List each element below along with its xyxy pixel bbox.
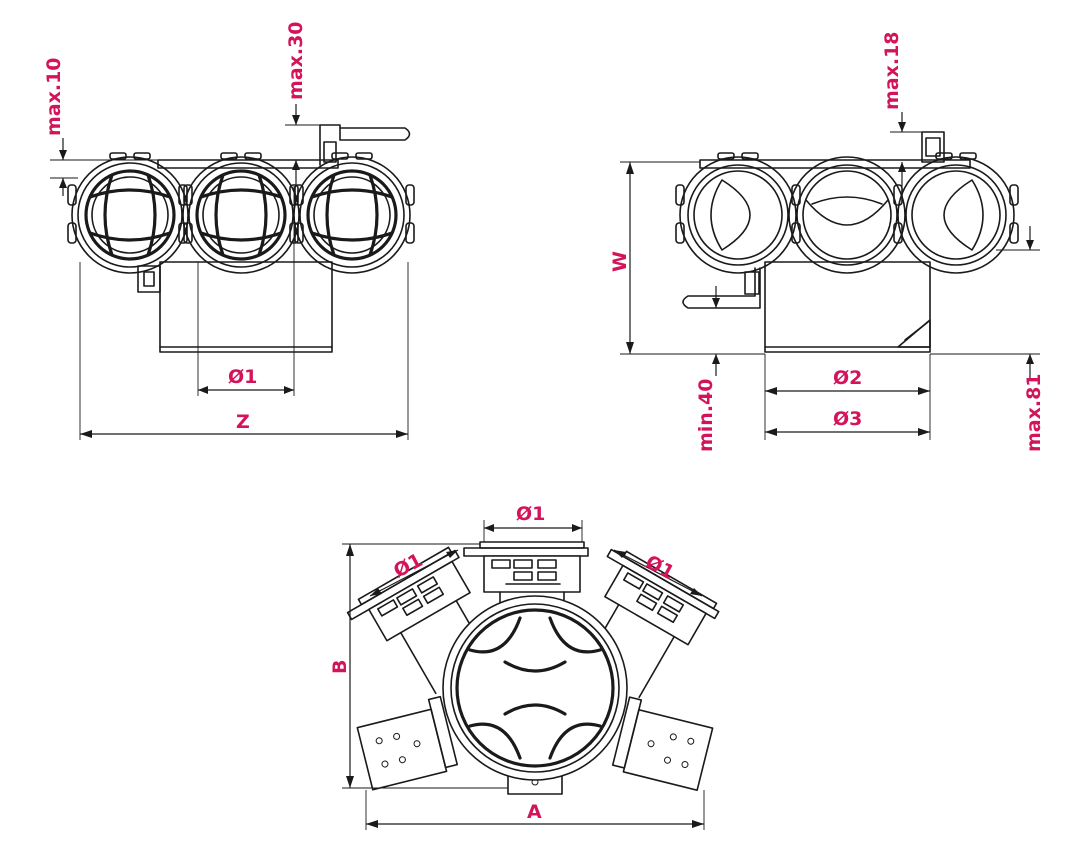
- front-view-outlet-right: [289, 152, 415, 275]
- dimension-label-d2: Ø2: [833, 367, 862, 389]
- top-view-outlet-right: [582, 548, 720, 699]
- dimension-label-d1-center: Ø1: [516, 503, 545, 525]
- dimension-label-a: A: [527, 801, 542, 823]
- top-view-outlet-left: [346, 546, 492, 695]
- dimension-label-max18: max.18: [881, 31, 903, 110]
- dimension-side-w: W: [609, 161, 765, 355]
- side-view: max.18 W min.40 Ø2: [609, 31, 1045, 452]
- dimension-label-max10: max.10: [43, 57, 65, 136]
- dimension-front-d1: Ø1: [197, 186, 295, 396]
- dimension-label-b: B: [329, 660, 351, 674]
- dimension-front-max30: max.30: [285, 21, 320, 186]
- side-view-body: [682, 131, 971, 353]
- side-view-outlet-center: [788, 156, 906, 274]
- top-view: Ø1 Ø1 Ø1 B: [329, 503, 720, 830]
- dimension-side-min40: min.40: [695, 286, 752, 452]
- dimension-label-z: Z: [236, 411, 250, 433]
- dimension-label-d3: Ø3: [833, 408, 862, 430]
- side-view-outlet-left: [675, 152, 801, 274]
- top-view-outlet-center: [463, 541, 589, 621]
- dimension-side-d3: Ø3: [765, 408, 930, 436]
- dimension-label-max30: max.30: [285, 21, 307, 100]
- dimension-label-min40: min.40: [695, 379, 717, 453]
- dimension-label-w: W: [609, 251, 631, 272]
- dimension-label-d1-front: Ø1: [228, 366, 257, 388]
- dimension-top-b: B: [329, 543, 508, 789]
- dimension-side-max18: max.18: [881, 31, 922, 186]
- dimension-side-max81: max.81: [930, 226, 1045, 452]
- dimension-front-z: Z: [79, 262, 409, 440]
- dimension-side-d2: Ø2: [764, 354, 931, 440]
- dimension-label-max81: max.81: [1023, 373, 1045, 452]
- side-view-outlet-right: [893, 152, 1019, 274]
- top-view-mounting-bracket-left: [356, 695, 459, 791]
- dimension-top-d1-center: Ø1: [483, 503, 583, 542]
- front-view-outlet-left: [67, 152, 193, 275]
- top-view-main-collar: [442, 595, 628, 795]
- front-view-body: [137, 124, 411, 353]
- dimension-front-max10: max.10: [43, 57, 158, 196]
- dimension-top-a: A: [365, 790, 705, 830]
- top-view-mounting-bracket-right: [611, 696, 714, 792]
- front-view-outlet-center: [178, 152, 304, 275]
- front-view: max.10 max.30 Ø1 Z: [43, 21, 415, 440]
